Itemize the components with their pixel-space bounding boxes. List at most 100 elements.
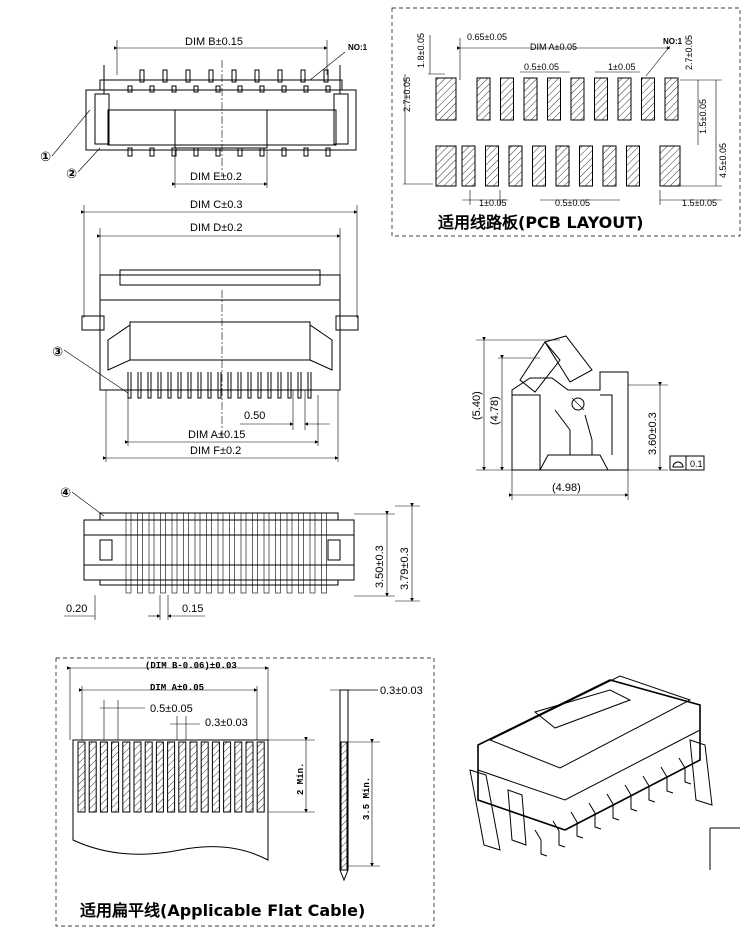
fpc-contact [245,741,254,813]
isometric-view [469,675,740,870]
top-pin [300,69,306,83]
fpc-contact [99,741,108,813]
callout-4: ④ [60,486,71,501]
pcb-pad-bottom [626,145,640,187]
bottom-pin [160,512,166,594]
fpc-contact [189,741,198,813]
pcb-pad-anchor [659,145,681,187]
top-pin-short [193,85,199,93]
bottom-pin [229,512,235,594]
pcb-0-65: 0.65±0.05 [467,32,507,42]
front-pin [177,372,182,399]
front-pin [147,372,152,399]
top-pin-bottom [127,147,133,157]
fpc-contact [256,741,265,813]
dim-d-label: DIM D±0.2 [190,222,243,234]
side-view: (5.40) (4.78) 3.60±0.3 (4.98) 0.1 [471,335,705,500]
top-pin-bottom [149,147,155,157]
top-pin-short [325,85,331,93]
pcb-pad-top [570,77,585,121]
top-pin [323,69,329,83]
top-pin-short [237,85,243,93]
front-pin [127,372,132,399]
iso-pin [534,829,548,857]
pcb-pad-top [594,77,608,121]
front-pin [197,372,202,399]
fpc-contact [133,741,142,813]
pcb-v-1-8: 1.8±0.05 [416,33,426,68]
front-pin [167,372,172,399]
top-pin-short [303,85,309,93]
fpc-contact [200,741,209,813]
dim-a-label: DIM A±0.15 [188,429,245,441]
fpc-dim-a: DIM A±0.05 [150,683,204,693]
pcb-pad-top [664,77,679,121]
fpc-title: 适用扁平线(Applicable Flat Cable) [80,901,365,920]
bottom-pin [148,512,155,594]
bottom-view: ④ 3.50±0.3 3.79±0.3 0.20 0.15 [60,486,420,620]
top-pin-bottom [303,147,309,157]
front-pin [297,372,302,399]
fpc-3-5-min: 3.5 Min. [362,777,372,820]
iso-pin [552,820,566,848]
top-pin-bottom [325,147,331,157]
front-pin [227,372,232,399]
top-pin [139,69,145,83]
bottom-pin [171,512,178,594]
iso-pin [588,802,602,830]
bottom-pin [321,512,327,594]
bottom-pin [183,512,189,594]
top-pin-bottom [237,147,243,157]
bottom-pin [275,512,281,594]
pcb-pad-top [523,77,538,121]
front-pin [137,372,142,399]
front-pin [307,372,312,399]
iso-pin [570,811,584,839]
width-0-20: 0.20 [66,603,87,615]
fpc-contact [144,741,153,813]
top-pin-bottom [259,147,265,157]
front-pin [267,372,272,399]
pcb-1-5-bottom: 1.5±0.05 [682,198,717,208]
pcb-v-2-7-left: 2.7±0.05 [402,77,412,112]
iso-pin [660,766,674,794]
fpc-contact [111,741,120,813]
top-pin-bottom [193,147,199,157]
top-pin [185,69,191,83]
fpc-contact [234,741,243,813]
top-pin-bottom [281,147,287,157]
front-pin [247,372,252,399]
fpc-contact [155,741,164,813]
pcb-pad-bottom [602,145,617,187]
top-pin-short [259,85,265,93]
pcb-v-4-5: 4.5±0.05 [718,143,728,178]
fpc-section: (DIM B-0.06)±0.03 DIM A±0.05 0.5±0.05 0.… [55,657,435,927]
bottom-pin [286,512,293,594]
side-h-3-60: 3.60±0.3 [647,412,659,455]
bottom-pin [263,512,270,594]
fpc-contact [211,741,220,813]
fpc-contact [167,741,176,813]
height-3-50: 3.50±0.3 [374,545,386,588]
width-0-15: 0.15 [182,603,203,615]
bottom-pin [125,512,132,594]
fpc-contact [178,741,187,813]
bottom-pin [298,512,304,594]
top-pin-bottom [215,147,221,157]
front-pin [287,372,292,399]
pcb-pad-top [617,77,632,121]
top-pin [208,69,214,83]
pcb-1-bottom: 1±0.05 [479,198,506,208]
pcb-v-2-7-right: 2.7±0.05 [684,35,694,70]
flatness-value: 0.1 [690,459,703,469]
pcb-1-top: 1±0.05 [608,62,635,72]
pcb-pad-anchor [435,145,457,187]
pcb-pad-top [476,77,491,121]
dim-b-label: DIM B±0.15 [185,36,243,48]
bottom-pin [137,512,143,594]
callout-3: ③ [52,345,63,360]
dim-f-label: DIM F±0.2 [190,445,241,457]
top-view: DIM B±0.15 NO:1 DIM E±0.2 ① ② [40,36,368,188]
fpc-thickness: 0.3±0.03 [380,685,423,697]
